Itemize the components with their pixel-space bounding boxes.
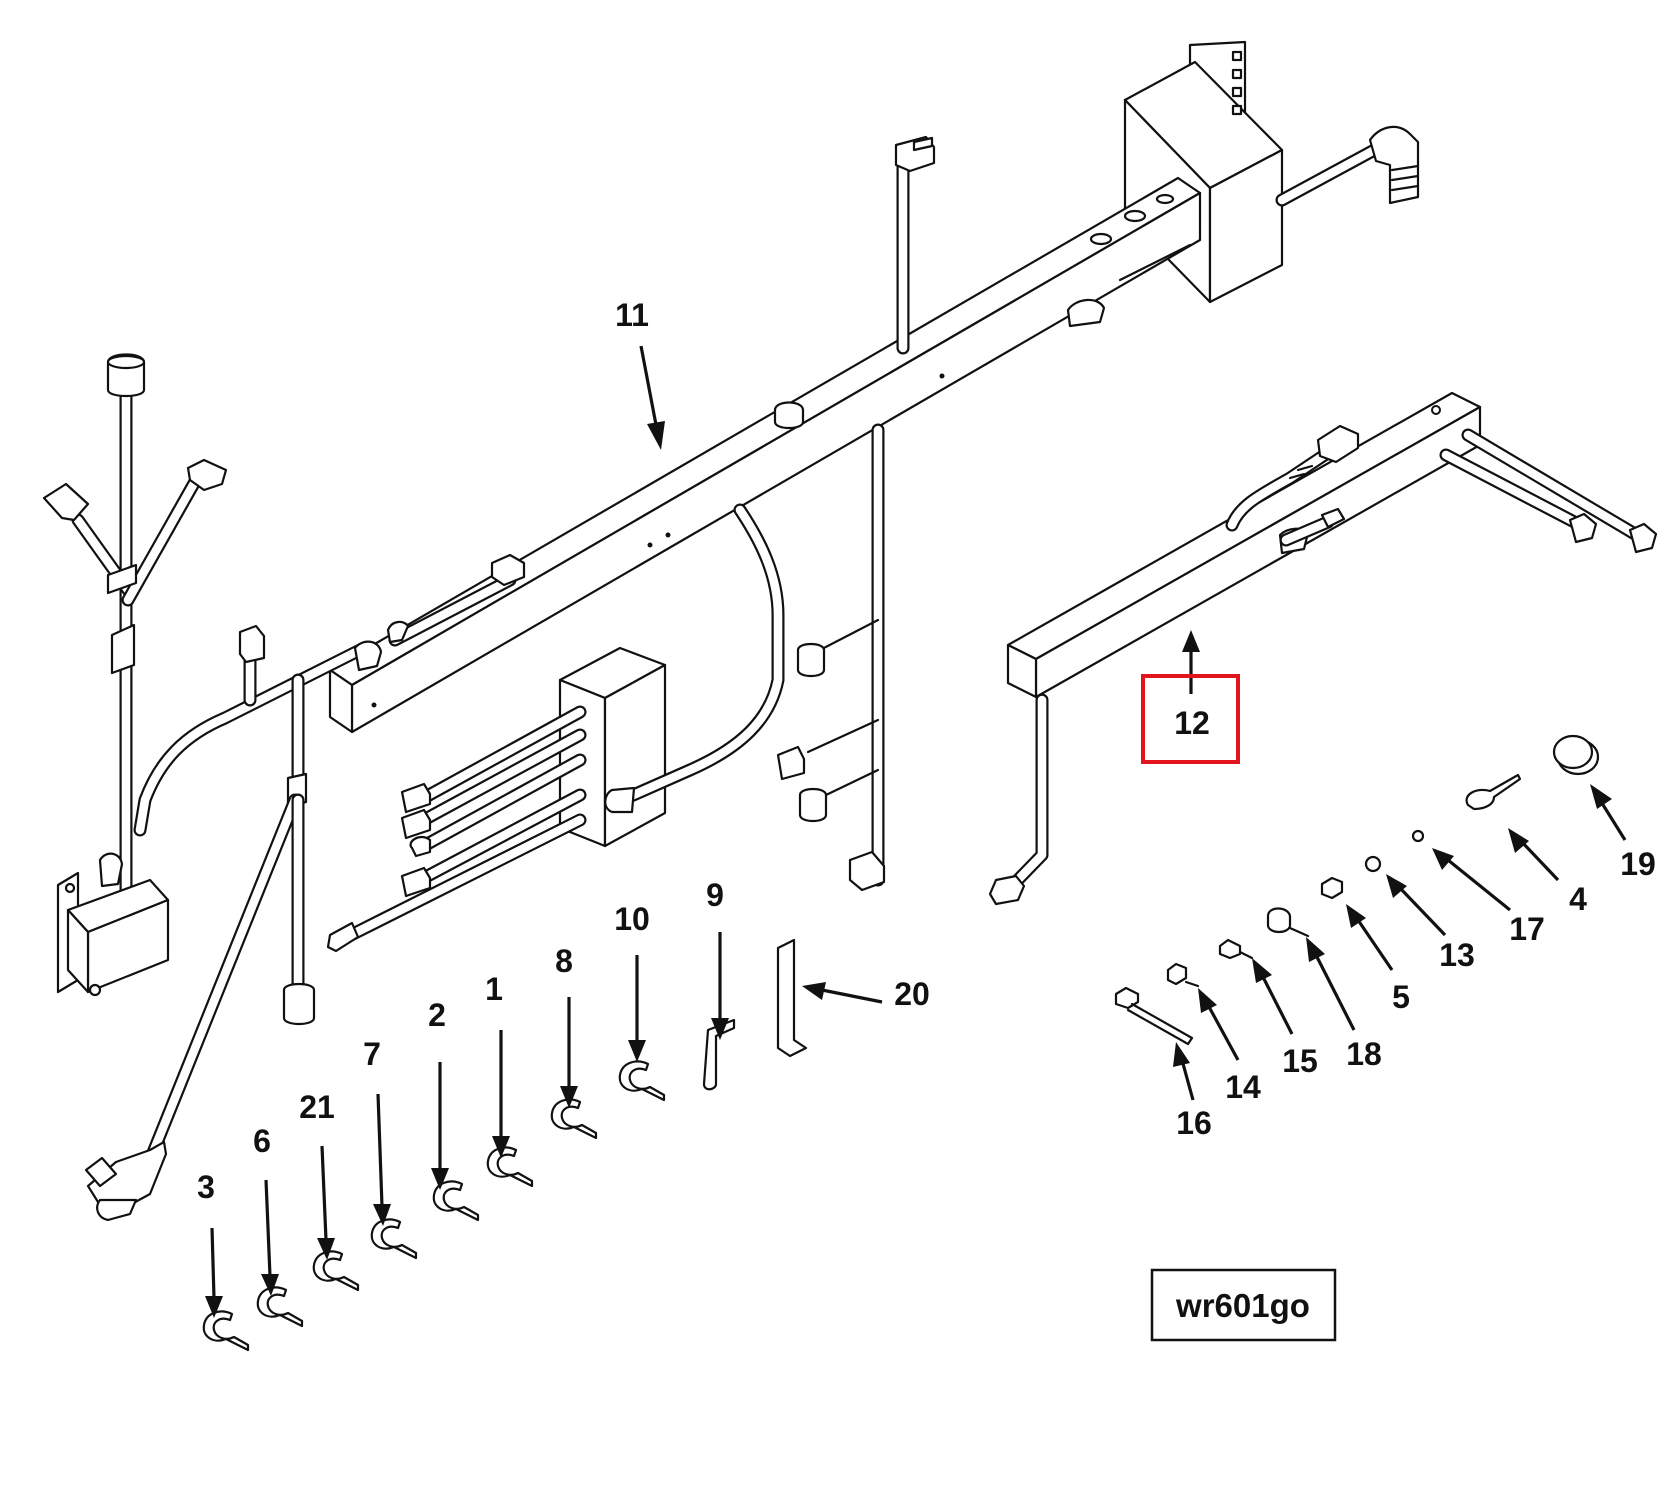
part-3-clip <box>202 1310 250 1352</box>
callout-11: 11 <box>615 297 649 333</box>
trunk-side-lead <box>386 553 526 647</box>
callout-arrows <box>205 345 1627 1318</box>
callout-highlight-box <box>1141 674 1240 764</box>
callout-13: 13 <box>1439 937 1475 973</box>
elbow-connector-upper-right <box>1368 125 1420 205</box>
part-1-clip <box>486 1146 534 1188</box>
left-vertical-mast <box>42 353 228 902</box>
callout-17: 17 <box>1509 911 1545 947</box>
hardware-parts <box>202 734 1600 1352</box>
callout-1: 1 <box>485 971 503 1007</box>
part-4-tie <box>1465 773 1522 811</box>
callout-18: 18 <box>1346 1036 1382 1072</box>
secondary-harness-assembly <box>988 391 1658 906</box>
part-14-washer <box>1166 962 1200 988</box>
part-20-bracket <box>776 938 808 1058</box>
callout-10: 10 <box>614 901 650 937</box>
callout-9: 9 <box>706 877 724 913</box>
part-15-stud <box>1218 938 1254 960</box>
connector-housing-lower-left <box>56 852 170 997</box>
part-19-cap <box>1552 734 1600 776</box>
drawing-code-label: wr601go <box>1150 1268 1337 1342</box>
callout-14: 14 <box>1225 1069 1261 1105</box>
callout-20: 20 <box>894 976 930 1012</box>
callout-12: 12 <box>1174 705 1210 741</box>
callout-19: 19 <box>1620 846 1656 882</box>
callout-3: 3 <box>197 1169 215 1205</box>
part-9-bracket <box>702 1018 736 1091</box>
callout-7: 7 <box>363 1036 381 1072</box>
callout-labels: 11 12 19 4 17 13 5 18 15 14 16 20 9 10 8… <box>197 297 1656 1205</box>
part-10-clip <box>618 1060 666 1102</box>
callout-8: 8 <box>555 943 573 979</box>
drawing-code-text: wr601go <box>1175 1287 1310 1324</box>
part-7-clip <box>370 1218 418 1260</box>
callout-2: 2 <box>428 997 446 1033</box>
part-16-bolt <box>1114 986 1194 1046</box>
callout-6: 6 <box>253 1123 271 1159</box>
main-harness-assembly <box>42 40 1420 1222</box>
junction-box-middle <box>326 503 785 953</box>
left-branch-cable <box>133 624 383 837</box>
callout-5: 5 <box>1392 979 1410 1015</box>
callout-16: 16 <box>1176 1105 1212 1141</box>
right-drop-lead <box>776 423 886 892</box>
part-5-nut <box>1320 876 1344 900</box>
part-13-nut <box>1364 855 1382 873</box>
part-8-clip <box>550 1098 598 1140</box>
part-6-clip <box>256 1286 304 1328</box>
main-trunk <box>328 176 1202 734</box>
part-18-screw <box>1266 907 1310 938</box>
callout-15: 15 <box>1282 1043 1318 1079</box>
lower-left-diagonal-lead <box>84 673 316 1222</box>
callout-4: 4 <box>1569 881 1587 917</box>
part-17-washer <box>1411 829 1425 843</box>
part-21-clip <box>312 1250 360 1292</box>
upper-vertical-lead <box>894 135 936 355</box>
callout-21: 21 <box>299 1089 335 1125</box>
